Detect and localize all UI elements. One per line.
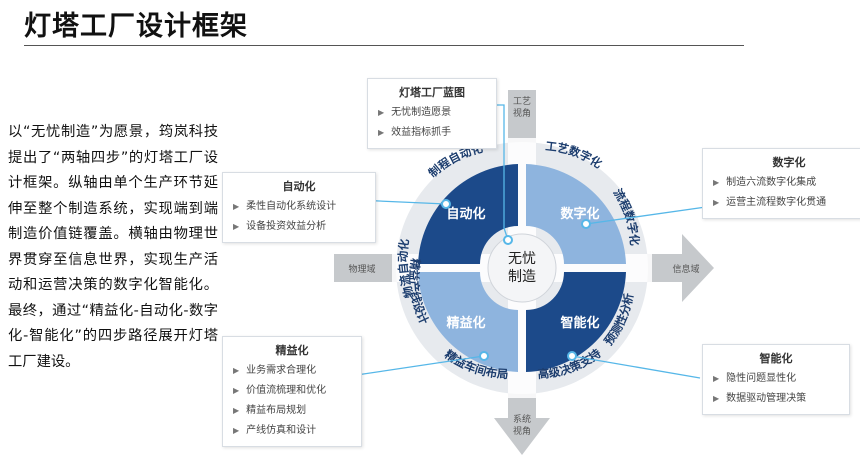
- quadrant-label-lean: 精益化: [446, 315, 485, 331]
- list-item: ▶精益布局规划: [233, 405, 307, 416]
- connector-dot-automation: [441, 199, 451, 209]
- card-automation: 自动化 ▶柔性自动化系统设计 ▶设备投资效益分析: [222, 172, 376, 243]
- quadrant-label-intelligence: 智能化: [560, 315, 599, 331]
- axis-label-right: 信息域: [672, 263, 699, 275]
- quadrant-digitalization: [526, 164, 626, 264]
- chevron-right-icon: ▶: [378, 108, 385, 117]
- chevron-right-icon: ▶: [713, 178, 720, 187]
- card-title: 精益化: [275, 344, 309, 357]
- center-label-line2: 制造: [508, 269, 536, 285]
- connector-digitalization: [585, 204, 721, 225]
- axis-label-left: 物理域: [348, 263, 375, 275]
- connector-dot-digitalization: [581, 219, 591, 229]
- card-title: 自动化: [282, 180, 316, 193]
- chevron-right-icon: ▶: [233, 406, 240, 415]
- card-title: 灯塔工厂蓝图: [399, 86, 465, 99]
- connector-dot-intelligence: [567, 351, 577, 361]
- chevron-right-icon: ▶: [713, 394, 720, 403]
- chevron-right-icon: ▶: [233, 426, 240, 435]
- list-item: ▶数据驱动管理决策: [713, 393, 807, 404]
- quadrant-automation: [418, 164, 518, 264]
- list-item: ▶业务需求合理化: [233, 365, 317, 376]
- list-item: ▶制造六流数字化集成: [713, 177, 817, 188]
- connector-intelligence: [571, 355, 701, 379]
- axis-label-bottom-2: 视角: [513, 425, 531, 437]
- chevron-right-icon: ▶: [713, 198, 720, 207]
- chevron-right-icon: ▶: [233, 366, 240, 375]
- chevron-right-icon: ▶: [233, 386, 240, 395]
- card-title: 数字化: [772, 156, 806, 169]
- axis-label-bottom-1: 系统: [513, 413, 531, 425]
- connector-lean: [349, 355, 485, 377]
- card-title: 智能化: [759, 352, 793, 365]
- card-lean: 精益化 ▶业务需求合理化 ▶价值流梳理和优化 ▶精益布局规划 ▶产线仿真和设计: [222, 336, 362, 447]
- list-item: ▶隐性问题显性化: [713, 373, 797, 384]
- axis-label-top-2: 视角: [513, 107, 531, 119]
- chevron-right-icon: ▶: [713, 374, 720, 383]
- connector-dot-lean: [479, 351, 489, 361]
- card-intelligence: 智能化 ▶隐性问题显性化 ▶数据驱动管理决策: [702, 344, 850, 415]
- center-circle: [487, 233, 557, 303]
- list-item: ▶无忧制造愿景: [378, 107, 452, 118]
- chevron-right-icon: ▶: [233, 222, 240, 231]
- center-label-line1: 无忧: [508, 251, 536, 267]
- list-item: ▶运营主流程数字化贯通: [713, 197, 827, 208]
- title-divider: [24, 45, 744, 46]
- list-item: ▶价值流梳理和优化: [233, 385, 327, 396]
- quadrant-intelligence: [526, 272, 626, 372]
- card-digitalization: 数字化 ▶制造六流数字化集成 ▶运营主流程数字化贯通: [702, 148, 860, 219]
- list-item: ▶设备投资效益分析: [233, 221, 327, 232]
- list-item: ▶效益指标抓手: [378, 127, 452, 138]
- quadrant-label-automation: 自动化: [446, 206, 485, 222]
- chevron-right-icon: ▶: [233, 202, 240, 211]
- page-title: 灯塔工厂设计框架: [24, 11, 248, 42]
- list-item: ▶柔性自动化系统设计: [233, 201, 337, 212]
- chevron-right-icon: ▶: [378, 128, 385, 137]
- quadrant-lean: [418, 272, 518, 372]
- connector-dot-blueprint: [503, 235, 513, 245]
- intro-paragraph: 以“无忧制造”为愿景，筠岚科技提出了“两轴四步”的灯塔工厂设计框架。纵轴由单个生…: [8, 124, 218, 370]
- card-blueprint: 灯塔工厂蓝图 ▶无忧制造愿景 ▶效益指标抓手: [367, 78, 497, 149]
- axis-label-top-1: 工艺: [513, 96, 531, 107]
- list-item: ▶产线仿真和设计: [233, 425, 317, 436]
- quadrant-label-digitalization: 数字化: [560, 206, 599, 222]
